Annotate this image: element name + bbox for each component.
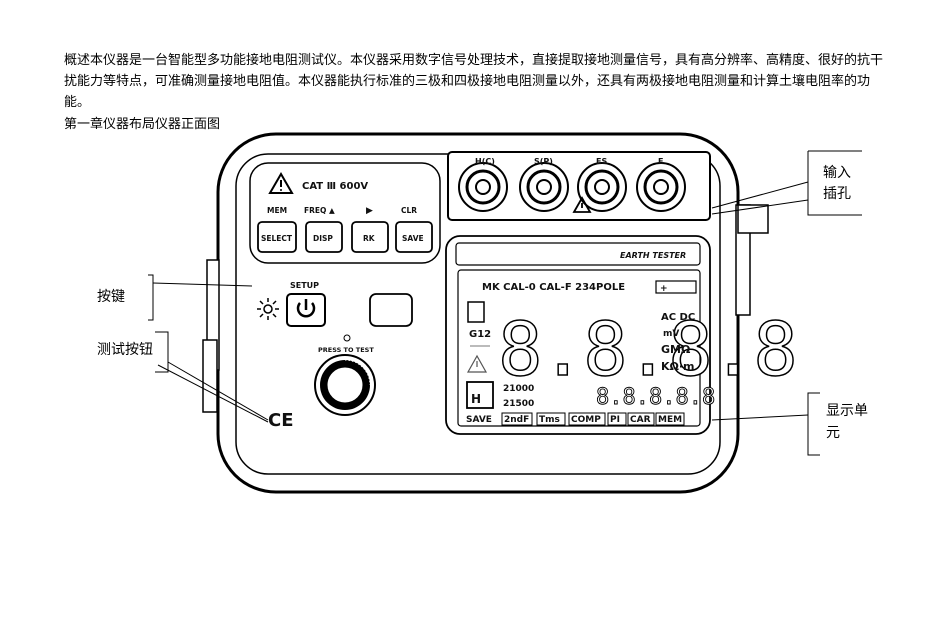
press-to-test-label: PRESS TO TEST: [318, 346, 374, 354]
cat-rating: CAT Ⅲ 600V: [302, 181, 368, 192]
intro-paragraph: 概述本仪器是一台智能型多功能接地电阻测试仪。本仪器采用数字信号处理技术，直接提取…: [64, 50, 894, 113]
chapter-heading: 第一章仪器布局仪器正面图: [64, 117, 221, 132]
save-button[interactable]: SAVE: [395, 221, 433, 253]
key-label-clr: CLR: [401, 206, 417, 215]
lcd-small-digits: 8.8.8.8.8: [596, 385, 715, 410]
blank-button[interactable]: [369, 293, 413, 327]
lcd-unit-acdc: AC DC: [661, 312, 695, 323]
lcd-bottom-save: SAVE: [466, 415, 492, 425]
callout-input-jack-line1: 输入: [823, 165, 851, 181]
lcd-warning-icon: [466, 354, 488, 373]
power-button[interactable]: [286, 293, 326, 327]
lcd-top-row: MK CAL-0 CAL-F 234POLE: [482, 282, 625, 293]
terminal-s-p[interactable]: [519, 162, 569, 212]
terminal-label-es: ES: [596, 157, 607, 166]
terminal-h-c[interactable]: [458, 162, 508, 212]
key-label-mem: MEM: [267, 206, 287, 215]
callout-test-button: 测试按钮: [97, 331, 269, 423]
display-title: EARTH TESTER: [620, 251, 686, 260]
lcd-unit-mv: mV: [663, 329, 679, 339]
save-button-label: SAVE: [402, 234, 424, 243]
terminal-es[interactable]: [577, 162, 627, 212]
terminal-warning-icon: [572, 196, 592, 213]
lcd-hold-indicator: [466, 381, 494, 409]
intro-text: 概述本仪器是一台智能型多功能接地电阻测试仪。本仪器采用数字信号处理技术，直接提取…: [64, 53, 884, 110]
control-panel: [249, 162, 441, 264]
lcd-freq-1: 21000: [503, 384, 534, 394]
test-button[interactable]: [314, 354, 376, 416]
display-title-bar: [455, 242, 701, 266]
callout-input-jack-line2: 插孔: [823, 186, 851, 202]
lcd-freq-2: 21500: [503, 399, 534, 409]
callout-display-unit: 显示单 元: [711, 392, 868, 456]
lcd-bottom-tms: Tms: [539, 415, 560, 425]
disp-button-label: DISP: [313, 234, 333, 243]
battery-icon: +: [655, 280, 697, 294]
lcd-bottom-car: CAR: [630, 415, 651, 425]
svg-text:+: +: [660, 284, 668, 294]
terminal-label-sp: S(P): [534, 157, 553, 166]
select-button-label: SELECT: [261, 234, 293, 243]
lcd-bottom-2ndf: 2ndF: [504, 415, 529, 425]
lcd-bottom-row: SAVE 2ndF Tms COMP PI CAR MEM: [466, 412, 685, 426]
lcd-unit-gmohm: GMΩ: [661, 343, 691, 356]
lcd-main-digits: 8.8.8.8: [498, 307, 796, 393]
backlight-icon: [257, 298, 279, 320]
svg-text:H: H: [471, 392, 481, 406]
terminal-e[interactable]: [636, 162, 686, 212]
terminal-label-hc: H(C): [475, 157, 495, 166]
setup-label: SETUP: [290, 281, 319, 290]
callout-display-unit-line1: 显示单: [826, 403, 868, 419]
callout-test-button-label: 测试按钮: [97, 342, 153, 358]
lcd-bottom-mem: MEM: [658, 415, 682, 425]
rk-button[interactable]: RK: [351, 221, 389, 253]
lcd-bottom-comp: COMP: [571, 415, 601, 425]
lcd-g12: G12: [469, 329, 491, 340]
callout-display-unit-line2: 元: [826, 425, 840, 441]
test-led: [343, 334, 351, 342]
rk-button-label: RK: [363, 234, 376, 243]
select-button[interactable]: SELECT: [257, 221, 297, 253]
key-label-arrow: ▶: [366, 206, 373, 216]
warning-icon: [268, 172, 294, 194]
lcd-unit-kohm-m: KΩ·m: [661, 360, 695, 373]
lcd-mode-block: [467, 301, 485, 323]
lcd-screen: [457, 269, 701, 427]
key-label-freq: FREQ ▲: [304, 206, 335, 215]
ce-mark: CE: [268, 410, 294, 431]
callout-input-jack: 输入 插孔: [711, 150, 862, 216]
disp-button[interactable]: DISP: [305, 221, 343, 253]
lcd-bottom-pi: PI: [610, 415, 620, 425]
callout-keys: 按键: [97, 274, 253, 321]
callout-keys-label: 按键: [97, 289, 125, 305]
terminal-label-e: E: [658, 157, 663, 166]
